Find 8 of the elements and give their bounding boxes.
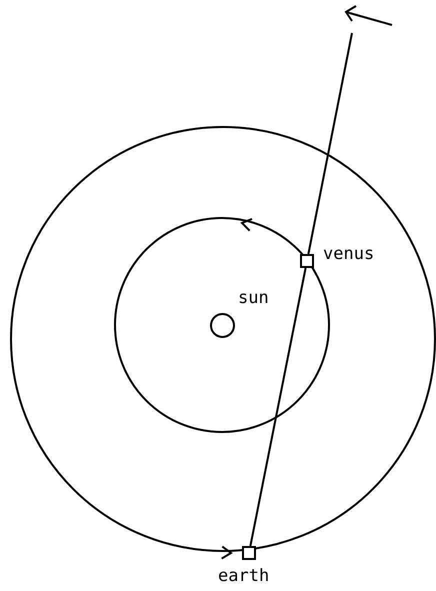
planet-square [300,254,314,268]
sun-circle [210,313,235,338]
planet-square [242,546,256,560]
sight-line [307,32,353,254]
body-label: venus [323,246,374,263]
body-label: earth [218,568,270,585]
body-label: sun [238,290,269,307]
sight-line [249,268,307,546]
